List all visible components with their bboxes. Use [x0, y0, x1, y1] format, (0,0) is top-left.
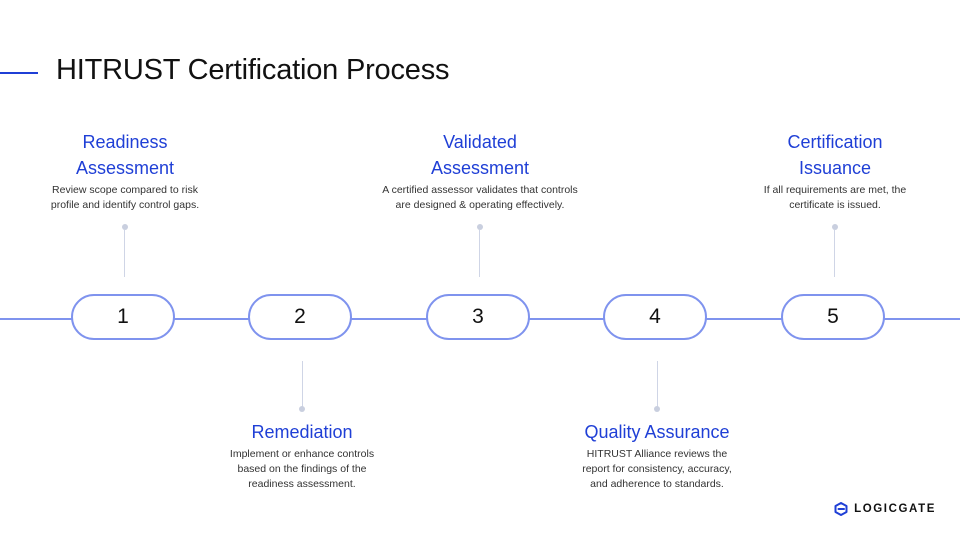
step-1-title: Readiness Assessment — [15, 129, 235, 181]
step-5-desc-line1: If all requirements are met, the — [763, 184, 907, 196]
step-5-title-line2: Issuance — [798, 158, 872, 178]
step-2-title-line1: Remediation — [251, 422, 353, 442]
step-5-title: Certification Issuance — [725, 129, 945, 181]
step-2-connector-line — [302, 361, 303, 407]
logicgate-mark-icon — [834, 502, 848, 516]
step-3-text: Validated Assessment A certified assesso… — [370, 129, 590, 213]
step-5-connector-dot — [832, 224, 838, 230]
step-3-desc-line1: A certified assessor validates that cont… — [382, 184, 578, 196]
step-2-desc-line1: Implement or enhance controls — [229, 448, 375, 460]
step-1-desc-line2: profile and identify control gaps. — [50, 199, 200, 211]
step-5-text: Certification Issuance If all requiremen… — [725, 129, 945, 213]
step-5-title-line1: Certification — [787, 132, 883, 152]
step-4-description: HITRUST Alliance reviews the report for … — [547, 447, 767, 492]
step-5-pill: 5 — [781, 294, 885, 340]
step-3-title-line2: Assessment — [430, 158, 530, 178]
logo-wordmark: LOGICGATE — [854, 503, 936, 515]
step-2-desc-line3: readiness assessment. — [248, 478, 356, 490]
step-1-connector-line — [124, 230, 125, 277]
step-5-connector-line — [834, 230, 835, 277]
step-5-desc-line2: certificate is issued. — [789, 199, 881, 211]
step-4-pill: 4 — [603, 294, 707, 340]
step-4-text: Quality Assurance HITRUST Alliance revie… — [547, 419, 767, 492]
step-2-description: Implement or enhance controls based on t… — [192, 447, 412, 492]
step-2-title: Remediation — [192, 419, 412, 445]
step-2-text: Remediation Implement or enhance control… — [192, 419, 412, 492]
step-4-desc-line3: and adherence to standards. — [590, 478, 724, 490]
step-3-desc-line2: are designed & operating effectively. — [395, 199, 565, 211]
step-1-description: Review scope compared to risk profile an… — [15, 183, 235, 213]
step-2-connector-dot — [299, 406, 305, 412]
step-3-pill: 3 — [426, 294, 530, 340]
step-2-desc-line2: based on the findings of the — [237, 463, 367, 475]
step-3-title: Validated Assessment — [370, 129, 590, 181]
step-3-connector-line — [479, 230, 480, 277]
logicgate-logo: LOGICGATE — [834, 502, 936, 516]
step-3-title-line1: Validated — [443, 132, 517, 152]
step-3-connector-dot — [477, 224, 483, 230]
page-title: HITRUST Certification Process — [56, 54, 450, 86]
step-1-text: Readiness Assessment Review scope compar… — [15, 129, 235, 213]
step-5-description: If all requirements are met, the certifi… — [725, 183, 945, 213]
step-1-desc-line1: Review scope compared to risk — [52, 184, 198, 196]
step-1-title-line1: Readiness — [82, 132, 168, 152]
step-4-title-line1: Quality Assurance — [584, 422, 730, 442]
step-4-desc-line1: HITRUST Alliance reviews the — [586, 448, 728, 460]
step-4-connector-line — [657, 361, 658, 407]
step-2-pill: 2 — [248, 294, 352, 340]
step-4-desc-line2: report for consistency, accuracy, — [582, 463, 732, 475]
step-1-title-line2: Assessment — [75, 158, 175, 178]
title-accent-rule — [0, 72, 38, 74]
step-3-description: A certified assessor validates that cont… — [370, 183, 590, 213]
step-1-connector-dot — [122, 224, 128, 230]
step-4-title: Quality Assurance — [547, 419, 767, 445]
step-1-pill: 1 — [71, 294, 175, 340]
step-4-connector-dot — [654, 406, 660, 412]
